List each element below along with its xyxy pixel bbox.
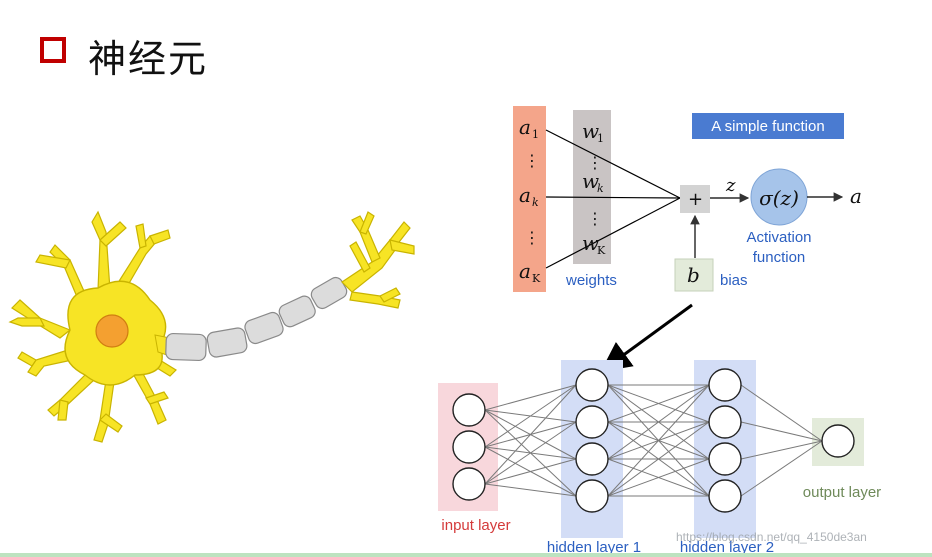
network-edge (740, 440, 823, 460)
simple-function-diagram: a 1 ⋮ a k ⋮ a K w 1 ⋮ w k ⋮ w K weights … (513, 106, 862, 372)
bias-label: bias (720, 272, 748, 289)
input-nodes (452, 393, 486, 501)
network-edge (484, 483, 577, 497)
sum-node (680, 185, 710, 213)
slide-title: 神经元 (88, 37, 209, 81)
input-ak: a (519, 183, 531, 207)
network-edge (484, 421, 577, 485)
weight-dots-1: ⋮ (587, 153, 603, 172)
input-aK-sub: K (532, 272, 541, 285)
weight-w1-sub: 1 (597, 132, 604, 145)
myelin-sheath (165, 276, 348, 362)
input-a1: a (519, 115, 531, 139)
network-edge (607, 458, 710, 497)
axon-terminal (341, 211, 415, 309)
watermark: https://blog.csdn.net/qq_4150de3an (676, 530, 867, 544)
dendrites-left (8, 210, 177, 443)
network-edge (484, 384, 577, 485)
neural-network-diagram: input layer hidden layer 1 hidden layer … (438, 360, 881, 556)
bottom-bar (0, 553, 932, 557)
weights-bar (573, 110, 611, 264)
network-edge (484, 384, 577, 411)
activation-label-1: Activation (746, 229, 811, 246)
weight-wK: w (582, 231, 599, 255)
network-edge (740, 440, 823, 497)
network-edge (607, 384, 710, 497)
hidden-1-nodes (575, 368, 609, 513)
weight-wk-sub: k (597, 182, 604, 195)
bias-node (674, 258, 714, 292)
pointer-arrow (600, 303, 693, 372)
neuron-illustration (8, 210, 415, 443)
input-dots-2: ⋮ (524, 228, 540, 247)
weights-label: weights (565, 272, 617, 289)
hidden-2-nodes (708, 368, 742, 513)
nucleus (95, 314, 129, 348)
input-layer-label: input layer (441, 517, 510, 534)
network-connections (484, 384, 823, 497)
input-dots-1: ⋮ (524, 151, 540, 170)
sigma-label: σ(z) (759, 186, 799, 210)
input-a1-sub: 1 (532, 128, 539, 141)
network-edge (740, 421, 823, 442)
inputs-bar (513, 106, 546, 292)
network-edge (607, 384, 710, 460)
weight-dots-2: ⋮ (587, 209, 603, 228)
output-layer-label: output layer (803, 484, 881, 501)
weight-w1: w (582, 119, 599, 143)
z-label: z (725, 175, 736, 196)
activation-label-2: function (753, 249, 806, 266)
hidden-layer-2-label: hidden layer 2 (680, 539, 774, 556)
input-ak-sub: k (532, 196, 539, 209)
weight-wK-sub: K (597, 244, 606, 257)
output-a: a (850, 184, 862, 208)
simple-function-banner (692, 113, 844, 139)
input-aK: a (519, 259, 531, 283)
title-bullet-square (40, 37, 66, 63)
network-edge (484, 458, 577, 485)
simple-function-banner-text: A simple function (711, 118, 824, 135)
bias-symbol: b (687, 263, 700, 287)
network-edge (607, 384, 710, 423)
output-node (821, 424, 855, 458)
network-edge (740, 384, 823, 442)
network-edge (484, 384, 577, 448)
network-edge (607, 421, 710, 497)
sum-symbol: + (688, 189, 703, 210)
hidden-layer-1-label: hidden layer 1 (547, 539, 641, 556)
weight-wk: w (582, 169, 599, 193)
